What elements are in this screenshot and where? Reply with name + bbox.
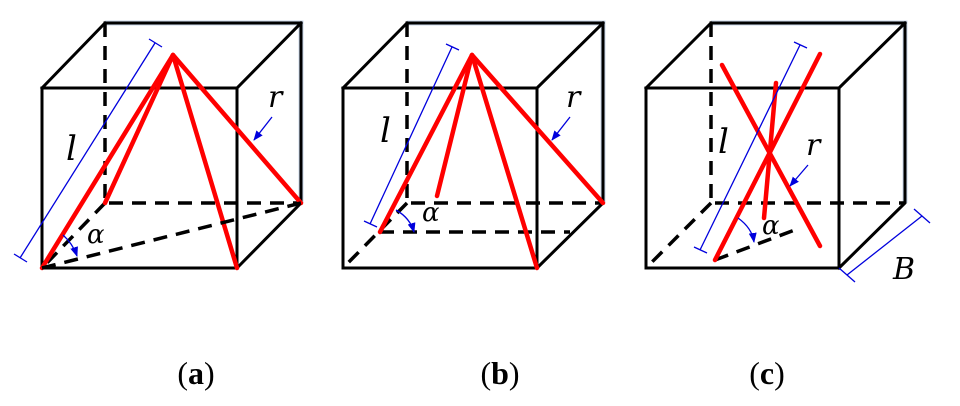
length-label-c: l: [718, 122, 729, 162]
panel-a: l r α: [13, 20, 304, 271]
length-tick-a-2: [148, 38, 163, 48]
side-tick-c-1: [838, 267, 856, 283]
radius-arrow-c: [789, 164, 809, 187]
rod-b-1: [377, 52, 475, 235]
rods-b: [377, 52, 606, 271]
caption-a: (a): [177, 355, 214, 391]
caption-c: (c): [749, 355, 785, 391]
radius-label-c: r: [806, 128, 822, 163]
angle-label-b: α: [422, 198, 440, 228]
length-dimension-a: [13, 38, 163, 263]
rods-c: [712, 51, 823, 263]
rod-c-3: [761, 80, 779, 221]
rod-b-3: [469, 52, 606, 206]
length-tick-c-2: [793, 41, 808, 49]
panel-b: l r α: [340, 20, 606, 271]
angle-label-a: α: [87, 220, 105, 250]
side-dimension-line-c: [846, 215, 923, 276]
panel-c: l r α B: [643, 20, 931, 287]
angle-label-c: α: [762, 211, 780, 241]
side-dimension-c: [838, 208, 931, 283]
base-line-c: [714, 226, 801, 262]
angle-arc-a: [62, 234, 78, 257]
caption-b: (b): [480, 355, 519, 391]
length-tick-c-1: [693, 246, 708, 254]
length-dimension-line-b: [369, 46, 453, 225]
rods-a: [39, 52, 304, 271]
length-tick-b-2: [445, 43, 460, 51]
length-dimension-b: [363, 43, 460, 228]
length-tick-a-1: [13, 253, 28, 263]
radius-arrow-b: [551, 116, 571, 141]
rod-a-1: [39, 52, 176, 271]
length-tick-b-1: [363, 220, 378, 228]
rod-a-3: [170, 52, 240, 271]
rod-a-2: [102, 52, 176, 206]
rod-b-4: [434, 52, 475, 199]
side-label-c: B: [892, 252, 915, 287]
length-dimension-line-a: [19, 42, 156, 259]
length-dimension-c: [693, 41, 808, 254]
side-tick-c-2: [913, 208, 931, 224]
rod-a-4: [170, 52, 304, 206]
base-diagonal-a: [41, 201, 302, 270]
length-label-a: l: [66, 129, 77, 169]
radius-arrow-a: [253, 116, 273, 141]
angle-arc-b: [395, 209, 416, 233]
radius-label-a: r: [268, 80, 284, 115]
length-dimension-line-c: [699, 44, 801, 251]
angle-arc-c: [737, 217, 757, 243]
radius-label-b: r: [566, 80, 582, 115]
length-label-b: l: [380, 111, 391, 151]
rod-b-2: [469, 52, 540, 271]
